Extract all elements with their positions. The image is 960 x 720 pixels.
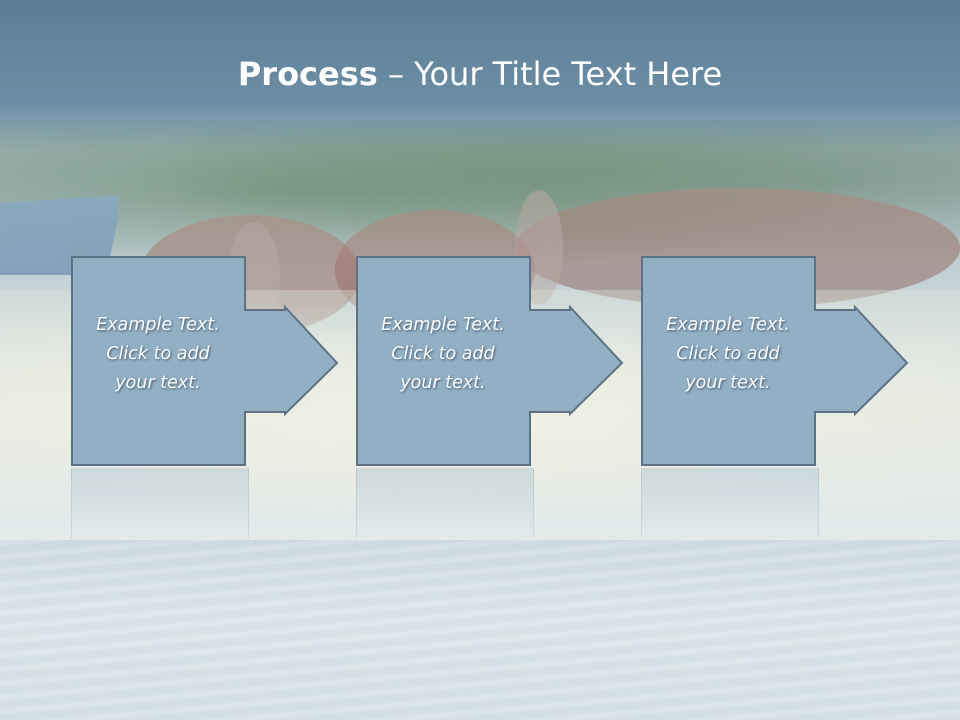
step-text-line: Click to add bbox=[391, 344, 495, 364]
step-text-line: Example Text. bbox=[96, 315, 220, 335]
step-text-line: Example Text. bbox=[666, 315, 790, 335]
step-text[interactable]: Example Text. Click to add your text. bbox=[77, 311, 239, 398]
process-arrow-shape bbox=[356, 256, 624, 466]
title-band bbox=[0, 0, 960, 150]
process-step-3[interactable]: Example Text. Click to add your text. bbox=[641, 256, 909, 466]
right-arrow-icon bbox=[356, 256, 624, 466]
step-text-line: Click to add bbox=[106, 344, 210, 364]
process-arrow-shape bbox=[641, 256, 909, 466]
step-text-line: your text. bbox=[685, 373, 771, 393]
step-text-line: Click to add bbox=[676, 344, 780, 364]
step-text-line: your text. bbox=[115, 373, 201, 393]
process-step-1[interactable]: Example Text. Click to add your text. bbox=[71, 256, 339, 466]
step-reflection bbox=[356, 468, 534, 538]
step-reflection bbox=[641, 468, 819, 538]
process-step-2[interactable]: Example Text. Click to add your text. bbox=[356, 256, 624, 466]
slide-title-rest: – Your Title Text Here bbox=[377, 55, 723, 93]
slide-title[interactable]: Process – Your Title Text Here bbox=[0, 52, 960, 96]
step-text-line: Example Text. bbox=[381, 315, 505, 335]
step-text[interactable]: Example Text. Click to add your text. bbox=[647, 311, 809, 398]
right-arrow-icon bbox=[641, 256, 909, 466]
right-arrow-icon bbox=[71, 256, 339, 466]
step-reflection bbox=[71, 468, 249, 538]
step-text-line: your text. bbox=[400, 373, 486, 393]
slide-title-bold: Process bbox=[237, 55, 378, 93]
process-arrow-shape bbox=[71, 256, 339, 466]
step-text[interactable]: Example Text. Click to add your text. bbox=[362, 311, 524, 398]
background-water bbox=[0, 540, 960, 720]
